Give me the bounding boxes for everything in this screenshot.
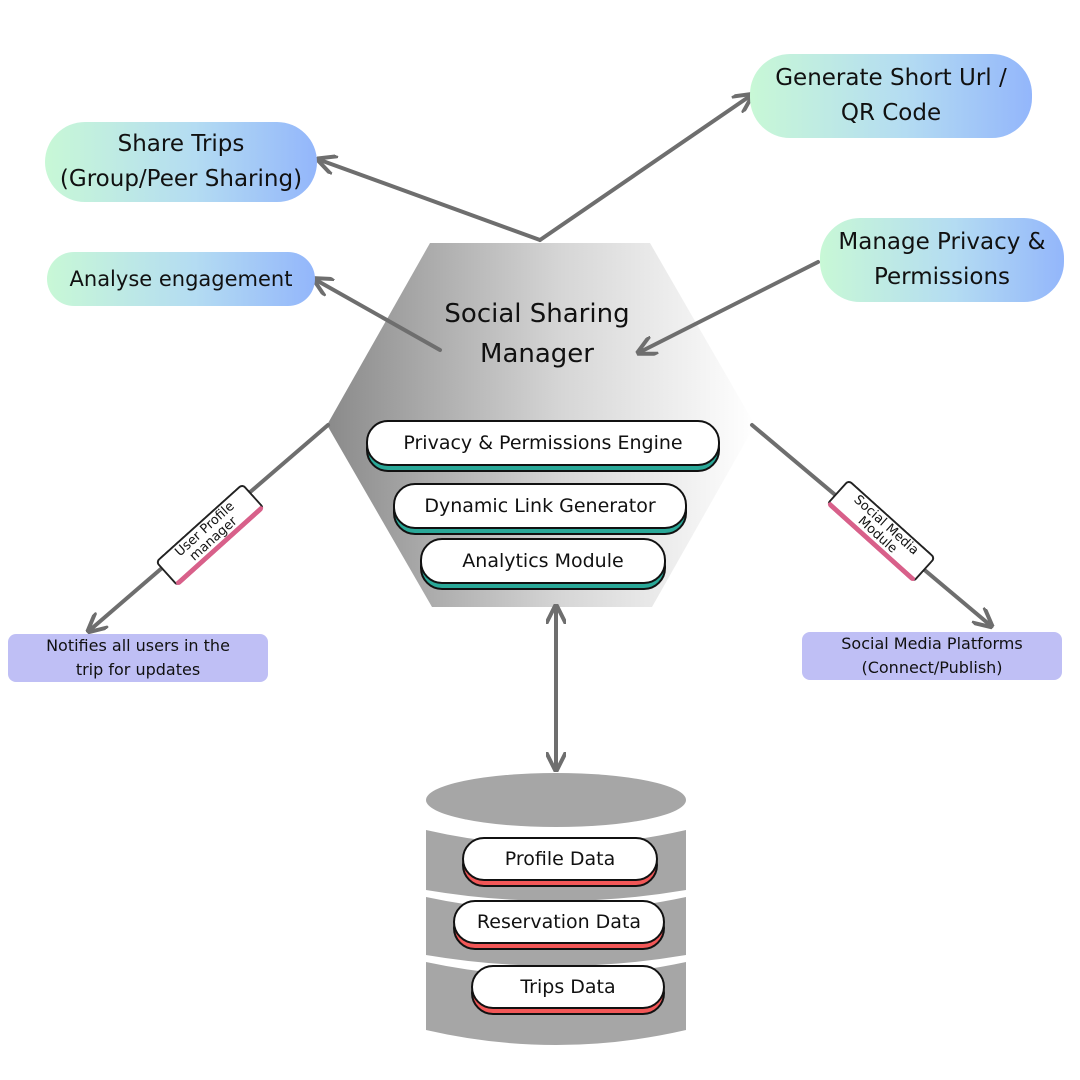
center-title-line2: Manager	[480, 339, 594, 369]
privacy-line2: Permissions	[873, 264, 1011, 290]
db-table-trips: Trips Data	[471, 965, 665, 1015]
analyse-engagement-node: Analyse engagement	[47, 252, 315, 306]
db-table-reservation: Reservation Data	[453, 900, 665, 950]
arrow-to-share-trips	[320, 160, 542, 242]
privacy-node: Manage Privacy & Permissions	[820, 218, 1064, 302]
module-analytics-label: Analytics Module	[420, 538, 666, 584]
share-trips-line1: Share Trips	[117, 131, 245, 157]
notifies-line2: trip for updates	[75, 660, 201, 679]
platforms-line1: Social Media Platforms	[841, 634, 1023, 653]
module-dynamic-link-label: Dynamic Link Generator	[393, 483, 687, 529]
module-dynamic-link: Dynamic Link Generator	[393, 483, 687, 535]
module-privacy-engine: Privacy & Permissions Engine	[366, 420, 720, 472]
arrow-from-privacy	[640, 260, 820, 352]
db-table-reservation-label: Reservation Data	[453, 900, 665, 944]
module-privacy-engine-label: Privacy & Permissions Engine	[366, 420, 720, 466]
platforms-node: Social Media Platforms (Connect/Publish)	[802, 632, 1062, 680]
analyse-line1: Analyse engagement	[69, 266, 293, 291]
arrow-to-analyse	[316, 280, 442, 352]
share-trips-line2: (Group/Peer Sharing)	[59, 166, 303, 192]
short-url-node: Generate Short Url / QR Code	[750, 54, 1032, 138]
notifies-line1: Notifies all users in the	[46, 636, 230, 655]
notifies-node: Notifies all users in the trip for updat…	[8, 634, 268, 682]
db-table-profile-label: Profile Data	[462, 837, 658, 881]
share-trips-node: Share Trips (Group/Peer Sharing)	[45, 122, 317, 202]
db-table-profile: Profile Data	[462, 837, 658, 887]
arrow-to-short-url	[538, 96, 750, 242]
platforms-line2: (Connect/Publish)	[861, 658, 1003, 677]
short-url-line2: QR Code	[840, 100, 942, 126]
module-analytics: Analytics Module	[420, 538, 666, 590]
db-table-trips-label: Trips Data	[471, 965, 665, 1009]
center-title: Social Sharing Manager	[392, 294, 682, 374]
privacy-line1: Manage Privacy &	[838, 229, 1046, 255]
short-url-line1: Generate Short Url /	[775, 65, 1007, 91]
center-title-line1: Social Sharing	[444, 299, 630, 329]
